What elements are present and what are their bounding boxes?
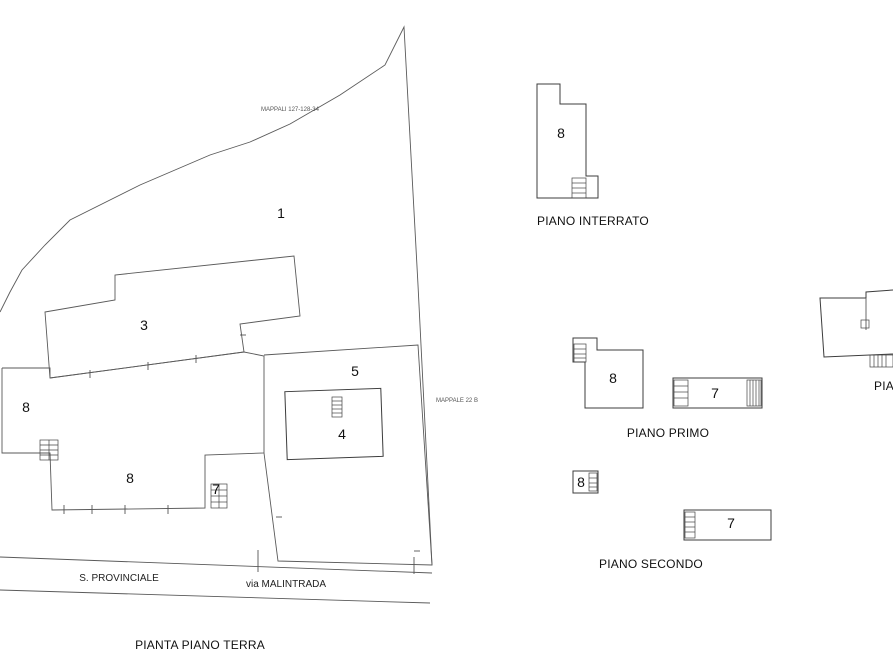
unit-label: 7 [727,515,735,531]
road-edge [0,589,431,604]
stair-icon [673,379,689,407]
plan-caption: PIA [874,379,893,393]
stair-icon [573,343,587,363]
cut-off-plan: PIA [819,289,893,393]
second-floor-7-outline [683,509,772,541]
stair-icon [39,439,59,461]
ground-floor-plan: 1 3 5 4 8 8 7 MAPPALI 127-128-34 MAPPALE… [0,25,478,652]
stair-icon [869,354,893,368]
stair-icon [684,511,696,539]
first-floor-8-outline [572,337,644,409]
stair-icon [571,177,587,199]
plan-caption: PIANO INTERRATO [537,214,649,228]
second-floor-8-outline [572,470,599,494]
building-4 [284,387,384,461]
plan-caption: PIANTA PIANO TERRA [135,638,265,652]
second-floor-plan: 8 7 PIANO SECONDO [572,470,772,571]
road-edge [0,556,433,574]
basement-8-outline [536,83,599,199]
lot-8-west-parcel [2,367,51,378]
first-floor-plan: 8 7 PIANO PRIMO [572,337,763,440]
stair-icon [210,483,228,509]
boundary-note: MAPPALI 127-128-34 [261,107,320,113]
lot-label: 8 [22,399,30,415]
unit-label: 8 [557,125,565,141]
lot-label: 1 [277,205,285,221]
lot-8-lower-parcel [1,351,265,511]
lot-5-outline [263,344,433,566]
plan-caption: PIANO SECONDO [599,557,703,571]
boundary-note: MAPPALE 22 B [436,398,478,404]
unit-label: 7 [711,385,719,401]
stair-icon [746,379,762,407]
unit-label: 8 [577,474,585,490]
road-label: S. PROVINCIALE [79,573,159,584]
lot-3-outline [44,255,301,379]
lot-label: 4 [338,426,346,442]
lot-label: 5 [351,363,359,379]
stair-icon [331,396,343,418]
stair-icon [588,472,598,492]
property-boundary [0,25,433,566]
road-label: via MALINTRADA [246,579,326,590]
lot-label: 3 [140,317,148,333]
unit-label: 8 [609,370,617,386]
basement-plan: 8 PIANO INTERRATO [536,83,649,228]
lot-label: 8 [126,470,134,486]
plan-caption: PIANO PRIMO [627,426,709,440]
lot-label: 7 [212,481,220,497]
